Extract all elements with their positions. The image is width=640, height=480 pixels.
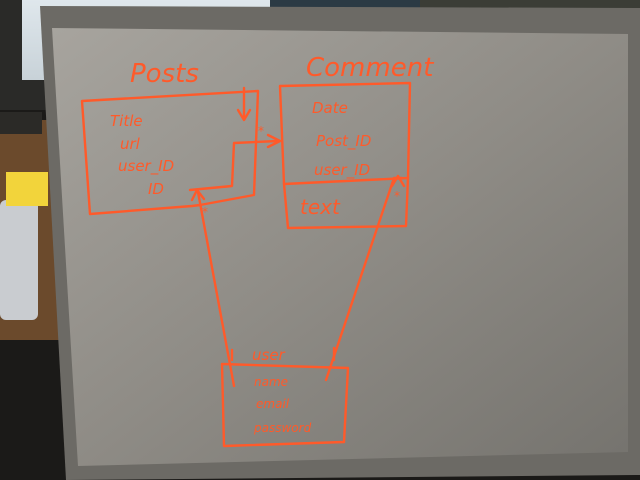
user-box [220, 362, 350, 448]
posts-field-title: Title [110, 112, 143, 130]
user-field-email: email [256, 397, 290, 411]
posts-field-id: ID [148, 180, 164, 198]
user-to-comment-arrowhead [390, 174, 406, 188]
posts-comment-many-marker: * [258, 124, 264, 138]
comment-title: Comment [306, 53, 434, 83]
user-table: user name email password [220, 346, 350, 448]
comment-field-user-id: user_ID [314, 161, 370, 180]
posts-field-user-id: user_ID [118, 157, 174, 176]
posts-field-url: url [120, 135, 141, 153]
posts-down-arrowhead [236, 108, 252, 122]
user-comment-many-marker: * [394, 189, 400, 203]
posts-to-comment-arrowhead [266, 133, 282, 149]
user-field-name: name [254, 375, 288, 389]
comment-field-text: text [300, 195, 341, 219]
comment-field-post-id: Post_ID [316, 132, 371, 151]
user-posts-many-marker: * [202, 205, 208, 219]
keyboard [0, 112, 42, 134]
user-title: user [252, 346, 286, 364]
posts-title: Posts [130, 59, 199, 89]
comment-field-date: Date [312, 99, 348, 117]
laptop [0, 200, 38, 320]
posts-table: Posts Title url user_ID ID [80, 59, 260, 216]
whiteboard-surface [52, 28, 628, 466]
user-field-password: password [253, 421, 312, 435]
posts-to-comment-line [188, 139, 280, 192]
user-to-posts-line [196, 190, 236, 388]
comment-table: Comment Date Post_ID user_ID text [278, 53, 434, 230]
sticky-note [6, 172, 48, 206]
comment-text-box [282, 176, 410, 230]
user-to-posts-arrowhead [190, 188, 206, 202]
